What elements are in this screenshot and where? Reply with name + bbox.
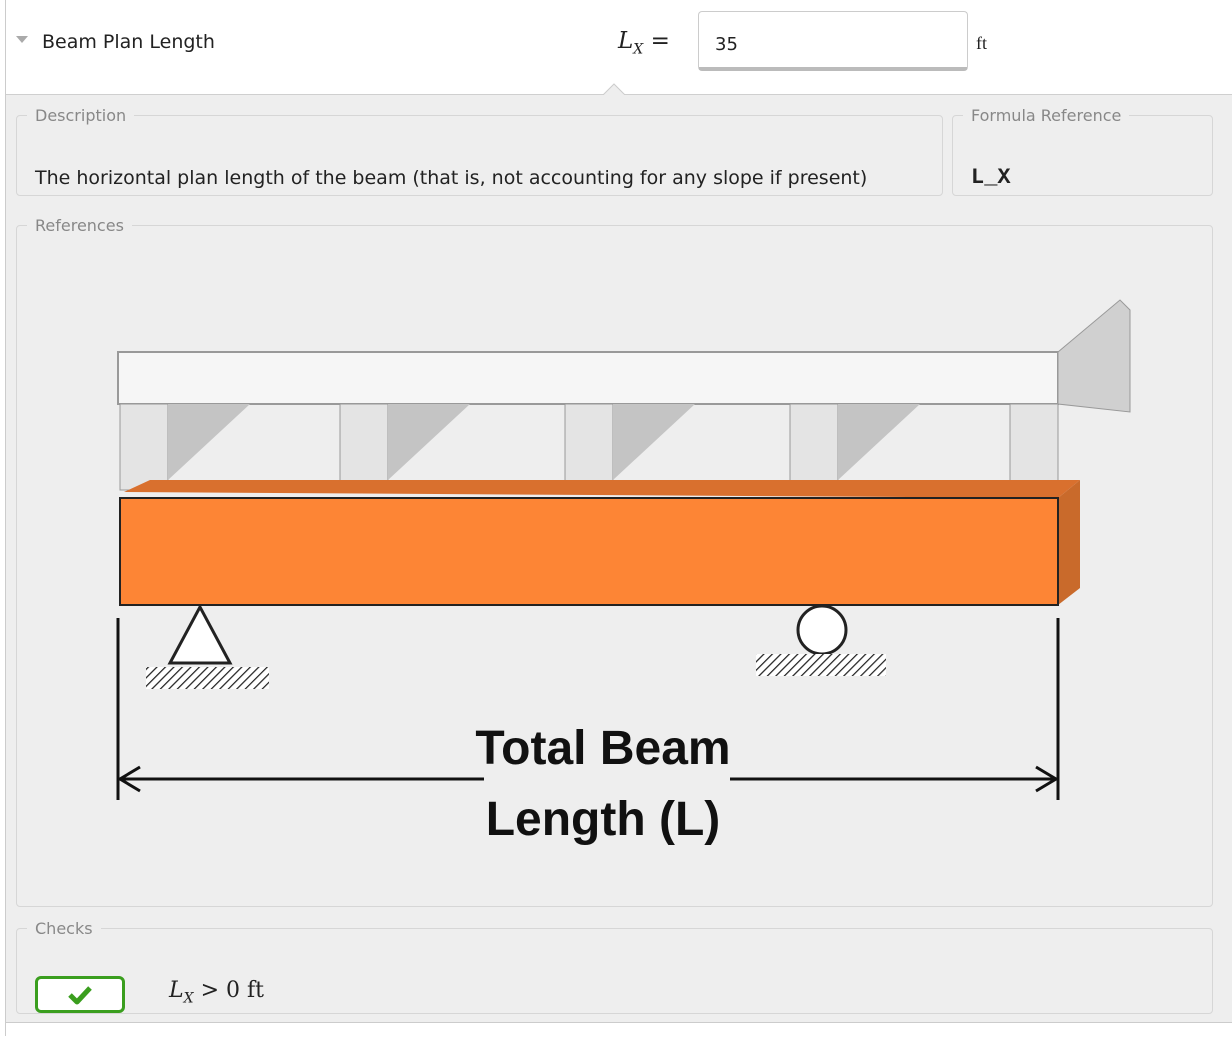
pin-support-icon	[146, 603, 269, 689]
unit-label: ft	[976, 33, 987, 53]
next-row-edge	[6, 1022, 1232, 1037]
check-condition: > 0 ft	[193, 978, 264, 1003]
references-legend: References	[35, 216, 124, 235]
formula-reference-section: Formula Reference L_X	[952, 106, 1213, 196]
pointer-arrow-icon	[603, 83, 625, 95]
check-expression: LX > 0 ft	[169, 978, 264, 1006]
description-section: Description The horizontal plan length o…	[16, 106, 943, 196]
checks-section: Checks LX > 0 ft	[16, 919, 1213, 1014]
symbol-main: L	[618, 28, 634, 54]
roller-support-icon	[756, 604, 886, 676]
description-text: The horizontal plan length of the beam (…	[35, 167, 868, 189]
check-symbol: L	[169, 978, 184, 1003]
diagram-label-line1: Total Beam	[475, 722, 730, 775]
check-symbol-subscript: X	[183, 990, 194, 1007]
beam-plan-length-input[interactable]: 35	[698, 11, 968, 71]
references-section: References	[16, 216, 1213, 907]
checkmark-icon	[68, 985, 92, 1004]
dimension-line	[116, 618, 1060, 800]
symbol-subscript: X	[633, 41, 644, 58]
field-symbol: LX =	[618, 28, 670, 58]
equals-sign: =	[650, 28, 670, 54]
orange-beam	[119, 480, 1080, 606]
joists	[119, 403, 1059, 491]
deck-board	[117, 299, 1131, 413]
diagram-label-line2: Length (L)	[486, 793, 721, 846]
field-header: Beam Plan Length LX = 35 ft	[6, 0, 1232, 95]
formula-reference-text: L_X	[971, 165, 1011, 190]
formula-reference-legend: Formula Reference	[971, 106, 1122, 125]
checks-legend: Checks	[35, 919, 93, 938]
collapse-caret-icon[interactable]	[16, 36, 28, 43]
left-border	[5, 0, 6, 1036]
input-value: 35	[715, 34, 738, 55]
check-status-button[interactable]	[35, 976, 125, 1013]
field-title: Beam Plan Length	[42, 31, 215, 53]
description-legend: Description	[35, 106, 127, 125]
